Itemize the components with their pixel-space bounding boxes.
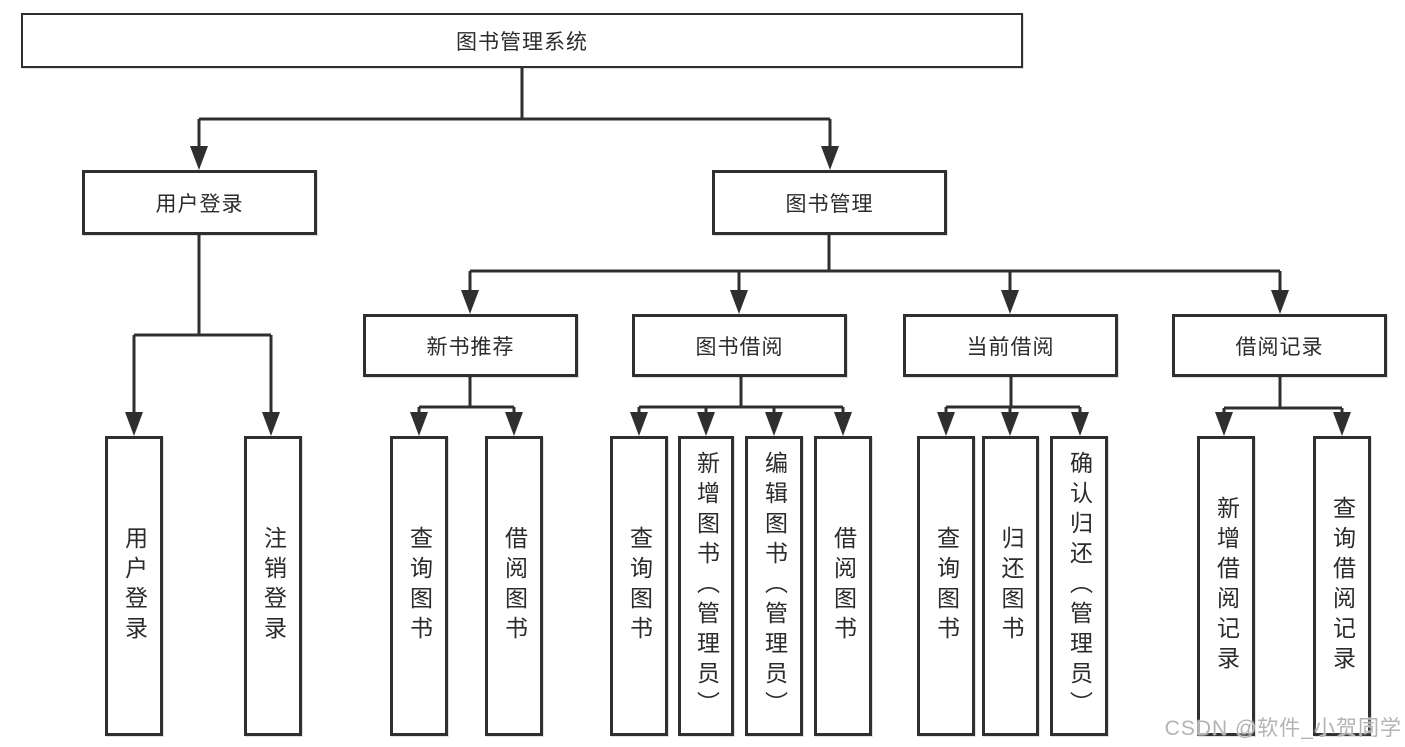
node-leaf-user-login-label: 用户登录 <box>121 526 148 646</box>
node-leaf-bb-query-books: 查询图书 <box>610 436 668 736</box>
node-leaf-bb-add-books-admin: 新增图书（管理员） <box>678 436 734 736</box>
node-current-borrowing-label: 当前借阅 <box>966 335 1055 359</box>
node-leaf-nb-borrow-books-label: 借阅图书 <box>501 526 528 646</box>
node-book-borrowing-label: 图书借阅 <box>695 335 784 359</box>
node-leaf-bb-edit-books-admin: 编辑图书（管理员） <box>745 436 803 736</box>
node-leaf-nb-query-books: 查询图书 <box>390 436 448 736</box>
node-leaf-bb-query-books-label: 查询图书 <box>626 526 653 646</box>
node-book-management-label: 图书管理 <box>785 192 874 216</box>
watermark-text: CSDN @软件_小贺同学 <box>1164 717 1402 740</box>
node-leaf-nb-query-books-label: 查询图书 <box>406 526 433 646</box>
node-leaf-cb-query-books-label: 查询图书 <box>933 526 960 646</box>
node-current-borrowing: 当前借阅 <box>903 314 1118 377</box>
node-leaf-bb-borrow-books: 借阅图书 <box>814 436 872 736</box>
node-leaf-br-add-record: 新增借阅记录 <box>1197 436 1255 736</box>
node-book-management: 图书管理 <box>712 170 947 235</box>
connector-paths <box>132 68 1344 416</box>
arrowheads <box>125 146 1351 436</box>
node-root-label: 图书管理系统 <box>456 30 588 54</box>
node-leaf-cb-return-books-label: 归还图书 <box>998 526 1024 646</box>
node-root-library-system: 图书管理系统 <box>21 13 1023 68</box>
node-user-login-label: 用户登录 <box>155 192 244 216</box>
node-book-borrowing: 图书借阅 <box>632 314 847 377</box>
node-leaf-br-add-record-label: 新增借阅记录 <box>1213 496 1240 676</box>
node-new-book-recommend: 新书推荐 <box>363 314 578 377</box>
node-leaf-br-query-record: 查询借阅记录 <box>1313 436 1371 736</box>
node-leaf-cb-confirm-return-admin-label: 确认归还（管理员） <box>1066 451 1093 721</box>
node-user-login: 用户登录 <box>82 170 317 235</box>
node-leaf-logout-label: 注销登录 <box>260 526 287 646</box>
node-leaf-bb-edit-books-admin-label: 编辑图书（管理员） <box>761 451 788 721</box>
node-leaf-cb-query-books: 查询图书 <box>917 436 975 736</box>
node-leaf-nb-borrow-books: 借阅图书 <box>485 436 543 736</box>
node-leaf-cb-return-books: 归还图书 <box>982 436 1039 736</box>
node-leaf-user-login: 用户登录 <box>105 436 163 736</box>
node-new-book-recommend-label: 新书推荐 <box>426 335 515 359</box>
node-leaf-cb-confirm-return-admin: 确认归还（管理员） <box>1050 436 1108 736</box>
node-borrow-records: 借阅记录 <box>1172 314 1387 377</box>
node-leaf-bb-borrow-books-label: 借阅图书 <box>830 526 857 646</box>
node-leaf-bb-add-books-admin-label: 新增图书（管理员） <box>693 451 720 721</box>
node-borrow-records-label: 借阅记录 <box>1235 335 1324 359</box>
node-leaf-logout: 注销登录 <box>244 436 302 736</box>
node-leaf-br-query-record-label: 查询借阅记录 <box>1329 496 1356 676</box>
